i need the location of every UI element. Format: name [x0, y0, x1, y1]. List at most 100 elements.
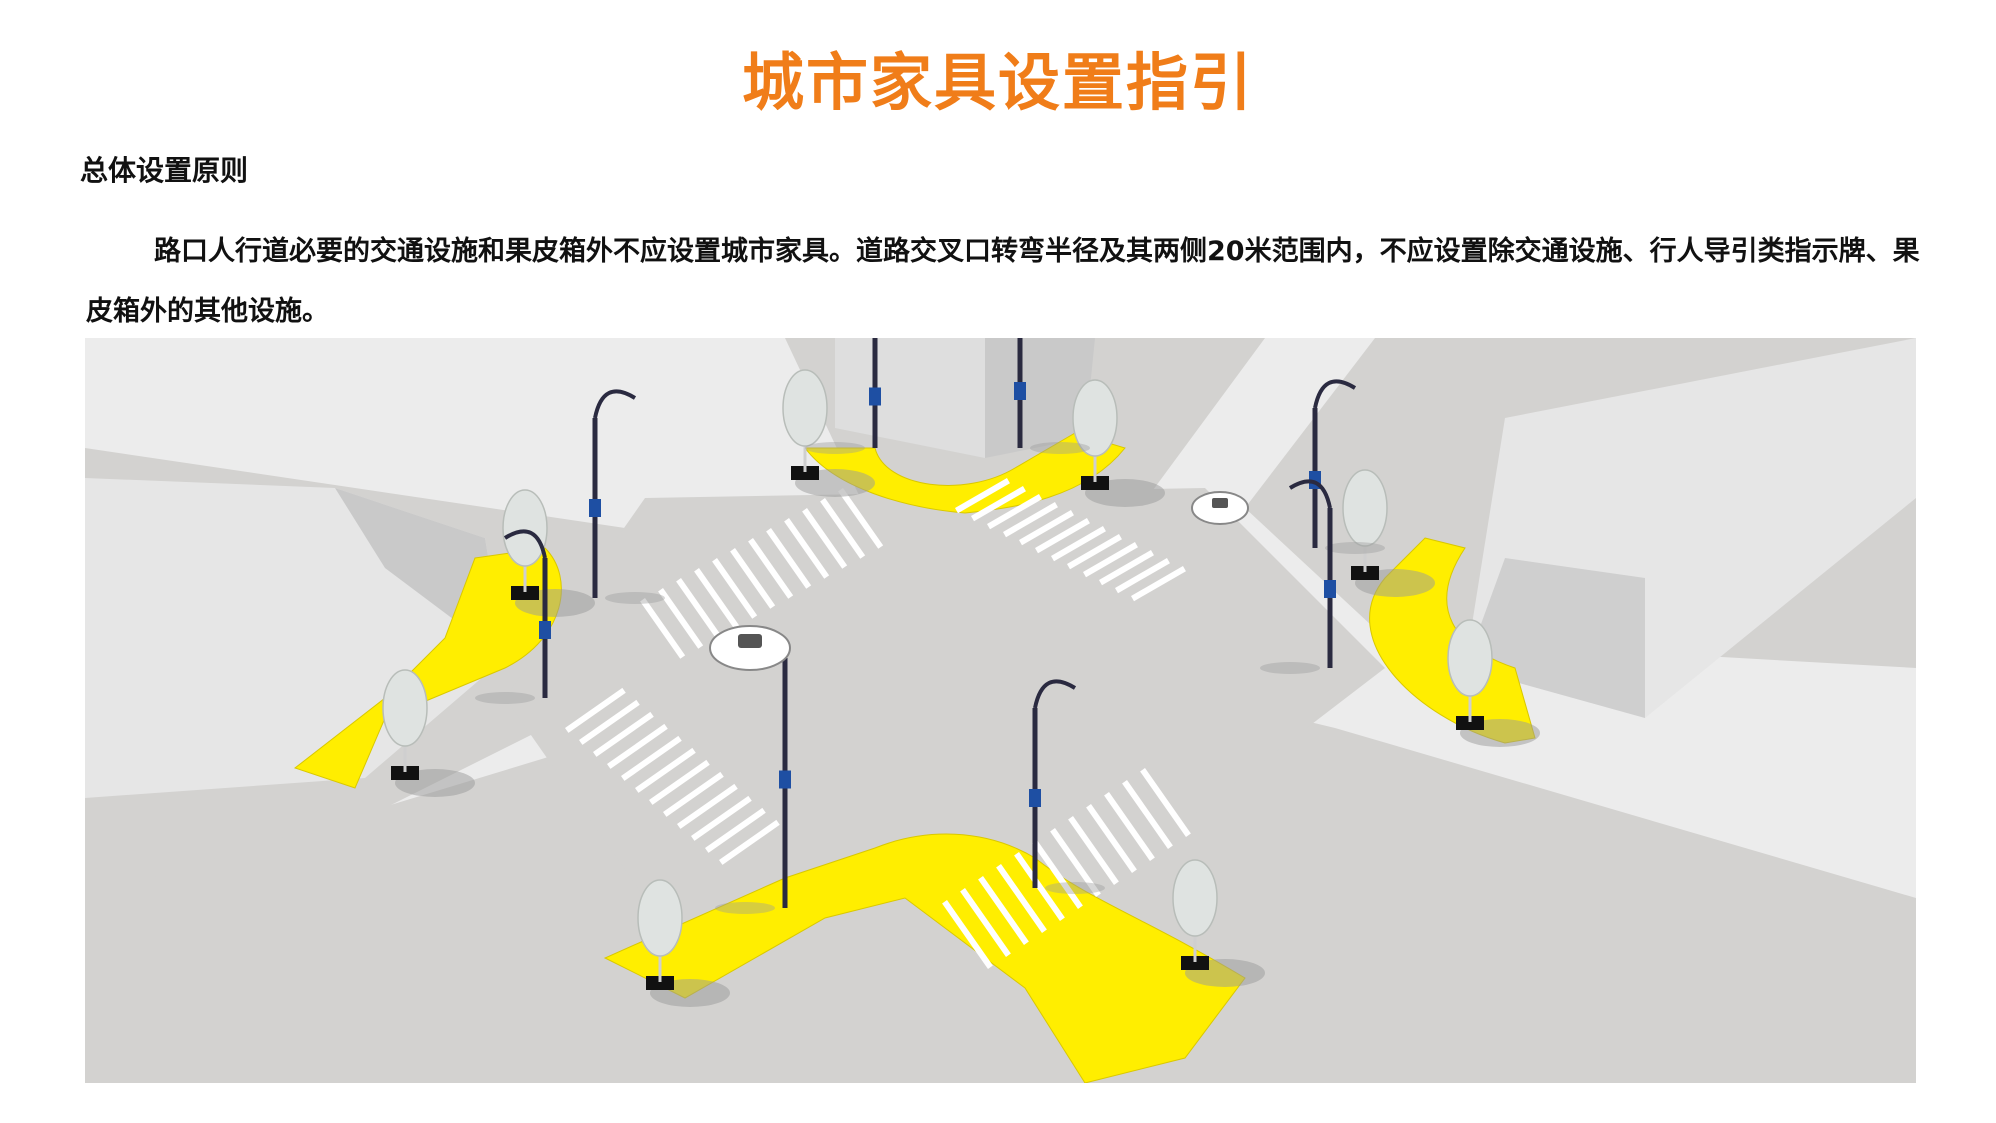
crosswalk-stripe — [1083, 542, 1138, 578]
crosswalk-stripe — [1019, 510, 1074, 546]
poles — [475, 338, 1385, 914]
crosswalk-stripe — [971, 486, 1026, 522]
tree — [1447, 619, 1540, 747]
zone-n — [803, 432, 1126, 514]
crosswalk-stripe — [1003, 502, 1058, 538]
tree-grate — [1081, 476, 1109, 490]
crosswalk-stripe — [648, 759, 710, 805]
car-west — [709, 625, 791, 671]
tree-crown — [782, 369, 828, 447]
tree-grate — [646, 976, 674, 990]
tree-grate — [1181, 956, 1209, 970]
pole-shadow — [1045, 882, 1105, 894]
tree — [1072, 379, 1165, 507]
tree — [1342, 469, 1435, 597]
tree-grate — [511, 586, 539, 600]
tree-grate — [391, 766, 419, 780]
crosswalk-stripe — [1067, 534, 1122, 570]
pole-shadow — [715, 902, 775, 914]
crosswalk — [942, 768, 1191, 969]
crosswalk-stripe — [987, 493, 1042, 530]
crosswalk-stripe — [1140, 768, 1191, 837]
crosswalk-stripe — [694, 567, 740, 629]
crosswalk-stripe — [748, 538, 794, 599]
tree-crown — [1447, 619, 1493, 697]
crosswalk-stripe — [640, 598, 686, 659]
car-east — [1191, 491, 1249, 525]
crosswalk-stripe — [1131, 566, 1186, 602]
crosswalk — [955, 478, 1186, 602]
crosswalk-stripe — [719, 819, 780, 865]
pole-sign — [1324, 580, 1336, 598]
crosswalk-stripe — [690, 795, 752, 841]
crosswalk-stripe — [1068, 815, 1119, 885]
crosswalk-stripe — [1051, 526, 1106, 562]
tree — [637, 879, 730, 1007]
pole-shadow — [1325, 542, 1385, 554]
crosswalk-stripe — [1014, 852, 1065, 921]
crosswalks — [564, 478, 1191, 969]
crosswalk-stripe — [607, 723, 668, 769]
crosswalk-stripe — [635, 747, 696, 793]
crosswalk-stripe — [676, 783, 738, 829]
pole-arm — [1033, 679, 1077, 709]
section-heading: 总体设置原则 — [80, 154, 249, 187]
tree-grate — [791, 466, 819, 480]
crosswalk-stripe — [1104, 792, 1155, 861]
crosswalk-stripe — [730, 547, 776, 609]
crosswalk-stripe — [820, 498, 866, 559]
crosswalk-stripe — [621, 735, 682, 781]
tree-grate — [1456, 716, 1484, 730]
pole-arm — [593, 389, 637, 419]
tree — [502, 489, 595, 617]
pole-shadow — [1260, 662, 1320, 674]
tree-crown — [382, 669, 428, 747]
pole-arm — [503, 529, 547, 559]
building-n-side — [985, 338, 1095, 458]
crosswalk-stripe — [766, 528, 812, 589]
tree — [382, 669, 475, 797]
crosswalk-stripe — [704, 807, 766, 853]
light-pole — [589, 389, 665, 604]
crosswalk-stripe — [712, 557, 758, 619]
crosswalk-stripe — [978, 876, 1029, 945]
tree-crown — [1072, 379, 1118, 457]
crosswalk-stripe — [1122, 780, 1173, 849]
crosswalk-stripe — [942, 900, 993, 969]
crosswalk-stripe — [1099, 550, 1154, 586]
intersection-scene — [85, 338, 1916, 1083]
tree-crown — [637, 879, 683, 957]
pole-arm — [1288, 479, 1332, 509]
pole-sign — [539, 621, 551, 639]
pole-shadow — [1030, 442, 1090, 454]
body-paragraph: 路口人行道必要的交通设施和果皮箱外不应设置城市家具。道路交叉口转弯半径及其两侧2… — [86, 236, 1920, 327]
crosswalk-stripe — [955, 478, 1010, 514]
crosswalk-stripe — [802, 507, 848, 569]
intersection-illustration — [85, 338, 1916, 1083]
pole-sign — [1014, 382, 1026, 400]
pole-shadow — [475, 692, 535, 704]
crosswalk — [564, 687, 780, 865]
crosswalk-stripe — [1032, 840, 1083, 909]
tree-crown — [502, 489, 548, 567]
tree — [782, 369, 875, 497]
crosswalk-stripe — [676, 578, 722, 639]
tree-crown — [1342, 469, 1388, 547]
pole-shadow — [605, 592, 665, 604]
pole-arm — [1313, 379, 1357, 409]
light-pole — [475, 529, 551, 704]
tree — [1172, 859, 1265, 987]
crosswalk-stripe — [960, 888, 1011, 957]
tree-crown — [1172, 859, 1218, 937]
crosswalk-stripe — [662, 771, 724, 817]
page-title: 城市家具设置指引 — [741, 46, 1254, 119]
pole-shadow — [805, 442, 865, 454]
light-pole — [805, 338, 881, 454]
light-pole — [1029, 679, 1105, 894]
crosswalk-stripe — [1086, 804, 1137, 873]
trees — [382, 369, 1540, 1007]
crosswalk-stripe — [593, 711, 654, 757]
crosswalk — [640, 488, 884, 659]
zone-s — [603, 833, 1246, 1083]
crosswalk-stripe — [1115, 558, 1170, 594]
